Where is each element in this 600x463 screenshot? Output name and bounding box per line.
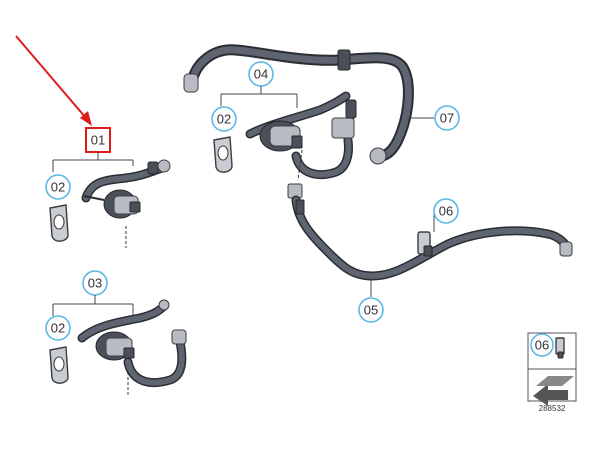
diagram-id: 288532 [539, 404, 566, 413]
bracket-01 [52, 152, 134, 172]
fitting-07-right [369, 147, 387, 165]
svg-text:05: 05 [364, 303, 378, 318]
arrow-icon [533, 376, 574, 406]
callout-01-label: 01 [91, 133, 105, 148]
callout-05[interactable]: 05 [358, 278, 384, 323]
svg-text:02: 02 [217, 112, 231, 127]
callout-06-legend[interactable]: 06 [530, 333, 554, 357]
svg-text:02: 02 [51, 180, 65, 195]
svg-text:03: 03 [88, 276, 102, 291]
fitting-07-left [183, 73, 199, 93]
svg-text:04: 04 [254, 67, 268, 82]
hose-03-upper [79, 303, 167, 341]
callout-02-upper[interactable]: 02 [45, 174, 71, 200]
highlight-arrow [15, 35, 92, 126]
callout-02-right[interactable]: 02 [211, 106, 237, 132]
assembly-01[interactable]: 01 [52, 127, 171, 248]
fitting-01 [157, 159, 171, 173]
fitting-05-end [559, 241, 573, 257]
sensor-04 [331, 117, 355, 139]
clamp-02-lower [49, 346, 69, 384]
clamp-02-right [213, 136, 233, 173]
hose-04-lower [293, 137, 352, 178]
hose-07[interactable] [183, 44, 414, 165]
hose-03-lower [125, 339, 185, 386]
svg-text:02: 02 [51, 321, 65, 336]
svg-text:06: 06 [535, 338, 549, 353]
svg-text:06: 06 [439, 204, 453, 219]
clip-06-on-hose [417, 231, 433, 257]
svg-text:07: 07 [440, 111, 454, 126]
assembly-03[interactable]: 03 [52, 270, 187, 396]
callout-06-hose[interactable]: 06 [433, 198, 459, 232]
legend-box: 06 288532 [527, 332, 577, 413]
callout-07[interactable]: 07 [407, 105, 460, 131]
clamp-02-upper [49, 204, 69, 242]
callout-02-lower[interactable]: 02 [45, 315, 71, 341]
assembly-04[interactable]: 04 [220, 61, 357, 181]
hose-05[interactable] [287, 183, 573, 281]
